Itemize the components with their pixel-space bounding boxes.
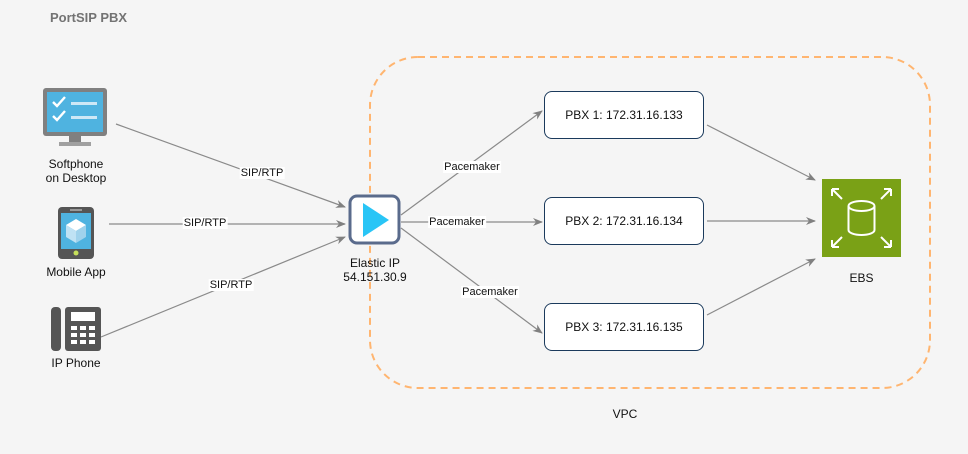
edge-label-pbx1-pacemaker: Pacemaker xyxy=(443,161,501,173)
pbx-node-2[interactable]: PBX 2: 172.31.16.134 xyxy=(544,197,704,245)
mobile-app-label: Mobile App xyxy=(46,265,106,279)
desk-phone-icon xyxy=(51,307,101,351)
edge-label-ipphone-sip-rtp: SIP/RTP xyxy=(208,279,254,291)
desktop-monitor-icon xyxy=(43,88,107,146)
softphone-label-line2: on Desktop xyxy=(45,171,107,185)
pbx-node-3[interactable]: PBX 3: 172.31.16.135 xyxy=(544,303,704,351)
pbx-node-1[interactable]: PBX 1: 172.31.16.133 xyxy=(544,91,704,139)
edge-label-softphone-sip-rtp: SIP/RTP xyxy=(239,167,285,179)
elastic-ip-label-line1: Elastic IP xyxy=(349,256,400,270)
mobile-phone-icon xyxy=(58,207,94,259)
edge-pbx1-to-ebs xyxy=(706,124,816,181)
play-triangle-icon xyxy=(363,203,389,237)
elastic-ip-label: Elastic IP 54.151.30.9 xyxy=(330,256,420,284)
edge-pbx3-to-ebs xyxy=(706,258,816,316)
edge-elastic-ip-to-pbx3 xyxy=(400,227,543,334)
softphone-label-line1: Softphone xyxy=(48,157,104,171)
elastic-ip-address: 54.151.30.9 xyxy=(343,270,407,284)
vpc-label: VPC xyxy=(612,407,638,421)
diagram-title: PortSIP PBX xyxy=(50,10,128,25)
elastic-ip-node[interactable] xyxy=(348,194,402,246)
edge-softphone-to-elastic-ip xyxy=(115,123,346,208)
storage-volume-icon[interactable] xyxy=(822,179,901,257)
edge-label-pbx3-pacemaker: Pacemaker xyxy=(461,286,519,298)
edge-label-pbx2-pacemaker: Pacemaker xyxy=(428,216,486,228)
edge-label-mobile-sip-rtp: SIP/RTP xyxy=(182,217,228,229)
ip-phone-label: IP Phone xyxy=(51,356,101,370)
ebs-label: EBS xyxy=(849,271,874,285)
softphone-label: Softphone on Desktop xyxy=(40,157,112,185)
